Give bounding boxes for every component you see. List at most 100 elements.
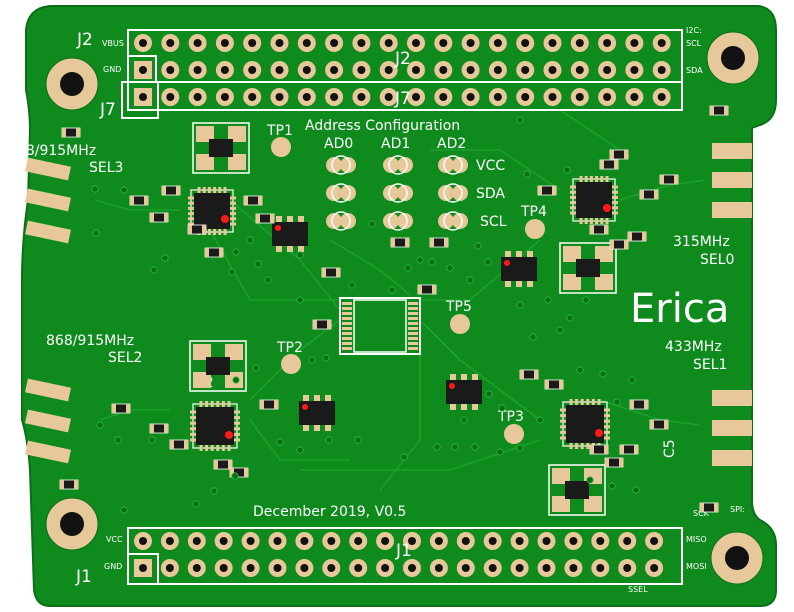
rf-pad [712, 202, 752, 218]
header-top-pin-label-scl: SCL [686, 39, 702, 48]
via [582, 296, 590, 304]
ic-pin [199, 445, 203, 451]
ic-pin [408, 332, 418, 335]
header-bottom-pins [134, 532, 664, 577]
via [586, 476, 594, 484]
pin1-marker [603, 204, 611, 212]
ic-pin [303, 395, 309, 401]
test-point-tp4: TP4 [520, 204, 547, 239]
inductor-block [548, 464, 606, 516]
ic-pin [604, 414, 610, 418]
test-point-tp2: TP2 [276, 340, 303, 374]
solder-jumper [397, 185, 413, 201]
ic-pin [314, 425, 320, 431]
via [232, 376, 240, 384]
address-col-ad0: AD0 [324, 136, 353, 152]
header-bottom-ssel-label: SSEL [628, 585, 648, 594]
ic-pin [589, 218, 593, 224]
ic-pin [586, 443, 590, 449]
mounting-hole-top-right [706, 31, 760, 85]
header-top-pin-label-gnd: GND [103, 65, 121, 74]
ic-pin [612, 206, 618, 210]
header-top-pin-label-sda: SDA [686, 66, 703, 75]
via [228, 268, 236, 276]
rf-pad [712, 143, 752, 159]
ic-pin [604, 425, 610, 429]
ic-pin [207, 187, 211, 193]
ic-pin [223, 229, 227, 235]
ic-pin [408, 307, 418, 310]
ic-pin [221, 401, 225, 407]
ic-pin [199, 401, 203, 407]
ic-pin [450, 404, 456, 410]
via [296, 251, 304, 259]
via [529, 333, 537, 341]
ic-pin [342, 307, 352, 310]
ic-pin [230, 206, 236, 210]
via [96, 421, 104, 429]
radio-select-sel0: SEL0 [700, 252, 734, 268]
ic-pin [461, 374, 467, 380]
via [516, 301, 524, 309]
ic-pin [579, 218, 583, 224]
via [428, 258, 436, 266]
via [150, 266, 158, 274]
ic-pin [408, 337, 418, 340]
via [566, 314, 574, 322]
solder-jumper [452, 157, 468, 173]
via [608, 482, 616, 490]
ic-pin [188, 212, 194, 216]
header-top-designator-alt: J7 [394, 89, 411, 109]
ic-pin [205, 445, 209, 451]
ic-pin [218, 229, 222, 235]
ic-pin [612, 185, 618, 189]
ic-pin [234, 410, 240, 414]
ic-pin [605, 176, 609, 182]
svg-text:TP5: TP5 [445, 299, 472, 315]
ic-pin [505, 281, 511, 287]
ic-pin [604, 419, 610, 423]
ic-pin [197, 187, 201, 193]
svg-text:TP1: TP1 [266, 123, 293, 139]
ic-pin [612, 190, 618, 194]
address-col-ad2: AD2 [437, 136, 466, 152]
ic-pin [188, 217, 194, 221]
ic-pin [325, 395, 331, 401]
ic-pin [570, 190, 576, 194]
via [498, 404, 506, 412]
via [451, 443, 459, 451]
ic-pin [227, 445, 231, 451]
via [120, 186, 128, 194]
ic-pin [230, 201, 236, 205]
ic-pin [580, 399, 584, 405]
ic-pin [408, 317, 418, 320]
solder-jumper [438, 185, 454, 201]
via [544, 296, 552, 304]
solder-jumper [326, 185, 342, 201]
via [516, 116, 524, 124]
via [576, 366, 584, 374]
via [325, 436, 333, 444]
ic-pin [516, 281, 522, 287]
via [120, 506, 128, 514]
via [114, 436, 122, 444]
ic-pin [560, 425, 566, 429]
via [388, 286, 396, 294]
ic-pin [298, 216, 304, 222]
rf-pad [25, 220, 71, 244]
rf-pad [25, 378, 71, 402]
address-row-vcc: VCC [476, 158, 505, 174]
ic-pin [408, 342, 418, 345]
address-row-scl: SCL [480, 214, 507, 230]
ref-c5: C5 [662, 439, 678, 458]
ic-pin [505, 251, 511, 257]
main-ic-pins [342, 302, 418, 350]
board-title: Erica [630, 286, 729, 332]
ic-pin [230, 196, 236, 200]
rf-pad [712, 450, 752, 466]
inductor-block [192, 122, 250, 174]
solder-jumper [397, 213, 413, 229]
ic-pin [210, 401, 214, 407]
header-bottom-designator-left: J1 [75, 567, 92, 587]
ic-pin [595, 176, 599, 182]
